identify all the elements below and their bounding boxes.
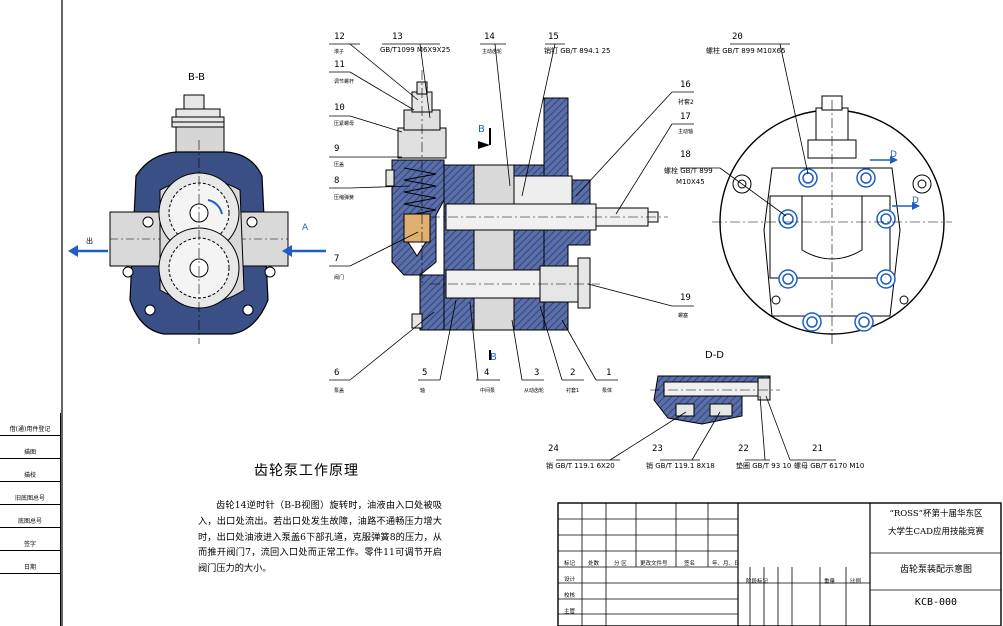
tb-row-supervisor: 主管 [564, 609, 576, 615]
part-14-note: 主动齿轮 [482, 49, 503, 55]
tb-competition-2: 大学生CAD应用技能竞赛 [888, 527, 984, 537]
part-13: 13 [392, 32, 403, 42]
title-block: 标记 处数 分 区 更改文件号 签名 年、月、日 设计 校核 主管 阶段标记 重… [558, 503, 1001, 626]
revision-cell: 描校 [0, 459, 60, 482]
part-11-note: 调节螺杆 [334, 79, 355, 85]
part-1: 1 [606, 368, 612, 378]
part-5: 5 [422, 368, 428, 378]
tb-weight: 重量 [824, 579, 836, 585]
tb-stage: 阶段标记 [746, 579, 769, 585]
part-23-note: 销 GB/T 119.1 8X18 [646, 462, 715, 470]
inlet-label: A [302, 223, 309, 233]
title-block-grid [557, 502, 1002, 626]
outlet-label: 出 [86, 237, 93, 245]
part-2-note: 衬套1 [566, 388, 580, 394]
part-9-note: 压盖 [334, 162, 345, 168]
part-22-note: 垫圈 GB/T 93 10 [736, 462, 792, 470]
part-18-note: 螺栓 GB/T 899 [664, 167, 713, 175]
part-24: 24 [548, 444, 559, 454]
tb-header-date: 年、月、日 [712, 561, 740, 567]
revision-cell: 旧底图总号 [0, 482, 60, 505]
part-16: 16 [680, 80, 691, 90]
part-15: 15 [548, 32, 559, 42]
part-20-note: 螺柱 GB/T 899 M10X65 [706, 47, 786, 55]
tb-header-doc: 更改文件号 [640, 561, 668, 567]
part-9: 9 [334, 144, 340, 154]
part-14: 14 [484, 32, 495, 42]
tb-header-mark: 标记 [564, 561, 576, 567]
section-d-bottom-label: D [912, 196, 919, 206]
part-22: 22 [738, 444, 749, 454]
part-21: 21 [812, 444, 823, 454]
part-6-note: 泵盖 [334, 388, 345, 394]
tb-row-design: 设计 [564, 577, 576, 583]
part-15-note: 销钉 GB/T 894.1 25 [544, 47, 611, 55]
part-13-note: GB/T1099 M6X9X25 [380, 46, 451, 54]
tb-competition-1: “ROSS”杯第十届华东区 [889, 509, 983, 519]
part-18-note2: M10X45 [676, 178, 705, 186]
tb-drawing-code: KCB-000 [914, 597, 958, 608]
part-24-note: 销 GB/T 119.1 6X20 [546, 462, 615, 470]
leader-lines [329, 43, 836, 461]
part-17: 17 [680, 112, 691, 122]
part-7: 7 [334, 254, 340, 264]
tb-header-zone: 分 区 [614, 561, 627, 567]
part-23: 23 [652, 444, 663, 454]
part-16-note: 衬套2 [678, 99, 694, 106]
revision-cell: 描图 [0, 436, 60, 459]
bb-view [68, 94, 326, 344]
part-4-note: 中间泵 [480, 388, 496, 394]
part-12: 12 [334, 32, 345, 42]
dd-view-title: D-D [705, 350, 725, 361]
revision-column: 借(通)用件登记 描图 描校 旧底图总号 底图总号 签字 日期 [0, 413, 61, 626]
part-8: 8 [334, 176, 340, 186]
part-19-note: 螺塞 [678, 313, 689, 319]
part-4: 4 [484, 368, 490, 378]
part-7-note: 阀门 [334, 275, 345, 281]
part-11: 11 [334, 60, 345, 70]
section-d-top-label: D [890, 150, 897, 160]
principle-text: 齿轮14逆时针（B-B视图）旋转时，油液由入口处被吸入，出口处流出。若出口处发生… [198, 500, 442, 575]
revision-cell: 签字 [0, 528, 60, 551]
section-b-top-label: B [478, 124, 485, 135]
tb-header-count: 处数 [588, 561, 600, 567]
revision-cell: 借(通)用件登记 [0, 413, 60, 436]
revision-cell: 日期 [0, 551, 60, 574]
tb-drawing-title: 齿轮泵装配示意图 [899, 565, 972, 575]
part-20: 20 [732, 32, 743, 42]
dd-view [650, 375, 780, 425]
bb-view-title: B-B [188, 72, 205, 83]
part-2: 2 [570, 368, 576, 378]
tb-scale: 比例 [850, 579, 862, 585]
part-18: 18 [680, 150, 691, 160]
part-10: 10 [334, 103, 345, 113]
part-10-note: 压紧螺母 [334, 121, 355, 127]
part-1-note: 泵体 [602, 388, 613, 394]
part-3-note: 从动齿轮 [524, 388, 545, 394]
tb-header-sign: 签名 [684, 561, 696, 567]
section-b-bottom-label: B [490, 352, 497, 363]
part-19: 19 [680, 293, 691, 303]
part-3: 3 [534, 368, 540, 378]
part-6: 6 [334, 368, 340, 378]
main-section-view [385, 70, 668, 360]
tb-row-check: 校核 [564, 593, 576, 599]
part-12-note: 滚子 [334, 49, 345, 55]
part-8-note: 压缩弹簧 [334, 195, 355, 201]
right-view [712, 95, 952, 345]
part-21-note: 螺母 GB/T 6170 M10 [794, 462, 865, 470]
part-5-note: 轴 [420, 388, 426, 394]
part-17-note: 主动轴 [678, 129, 694, 135]
revision-cell: 底图总号 [0, 505, 60, 528]
principle-title: 齿轮泵工作原理 [254, 463, 359, 479]
